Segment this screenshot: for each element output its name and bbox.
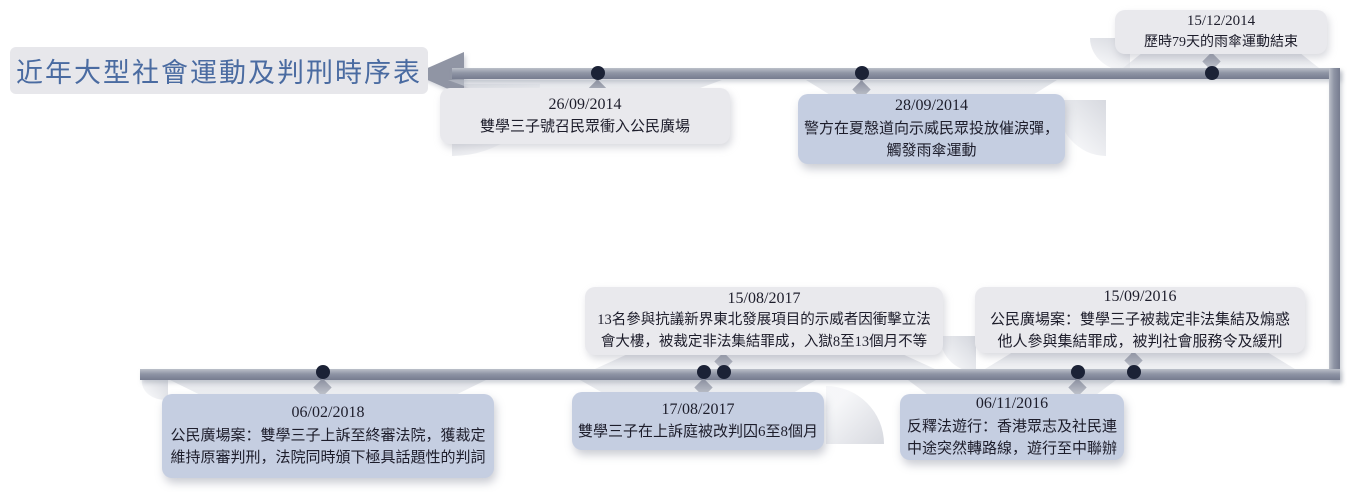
event-text: 雙學三子號召民眾衝入公民廣場 bbox=[479, 118, 690, 135]
page-title: 近年大型社會運動及判刑時序表 bbox=[10, 47, 428, 94]
event-text: 反釋法遊行：香港眾志及社民連 bbox=[906, 418, 1117, 435]
timeline-dot bbox=[717, 365, 731, 379]
timeline-dot bbox=[1071, 365, 1085, 379]
timeline-dot bbox=[855, 66, 869, 80]
decorative-wedge bbox=[908, 380, 1116, 394]
decorative-wedge bbox=[448, 80, 722, 89]
event-date: 17/08/2017 bbox=[661, 400, 735, 418]
event-card: 17/08/2017 雙學三子在上訴庭被改判囚6至8個月 bbox=[572, 392, 824, 450]
timeline-dot bbox=[1205, 66, 1219, 80]
event-card: 15/09/2016 公民廣場案：雙學三子被裁定非法集結及煽惑 他人參與集結罪成… bbox=[975, 287, 1305, 353]
event-text: 中途突然轉路線，遊行至中聯辦 bbox=[906, 441, 1117, 458]
decorative-wedge bbox=[595, 355, 935, 369]
event-text: 維持原審判刑，法院同時頒下極具話題性的判詞 bbox=[170, 450, 486, 467]
event-text: 他人參與集結罪成，被判社會服務令及緩刑 bbox=[997, 334, 1283, 351]
event-card: 06/02/2018 公民廣場案：雙學三子上訴至終審法院，獲裁定 維持原審判刑，… bbox=[162, 394, 494, 478]
event-text: 歷時79天的雨傘運動結束 bbox=[1144, 35, 1298, 50]
timeline-dot bbox=[1127, 365, 1141, 379]
event-card: 15/08/2017 13名參與抗議新界東北發展項目的示威者因衝擊立法 會大樓，… bbox=[585, 287, 943, 355]
event-text: 觸發雨傘運動 bbox=[886, 143, 977, 160]
event-date: 15/09/2016 bbox=[1103, 288, 1177, 306]
timeline-line-vertical bbox=[1329, 68, 1340, 380]
event-text: 雙學三子在上訴庭被改判囚6至8個月 bbox=[577, 423, 818, 440]
timeline-line-bottom bbox=[140, 369, 1340, 380]
event-text: 13名參與抗議新界東北發展項目的示威者因衝擊立法 bbox=[597, 312, 931, 329]
decorative-swoosh bbox=[826, 386, 884, 444]
timeline-line-top bbox=[452, 68, 1340, 79]
event-date: 26/09/2014 bbox=[548, 95, 622, 113]
event-date: 28/09/2014 bbox=[895, 97, 968, 115]
event-card: 15/12/2014 歷時79天的雨傘運動結束 bbox=[1115, 10, 1327, 54]
event-date: 06/11/2016 bbox=[975, 395, 1049, 413]
event-text: 公民廣場案：雙學三子被裁定非法集結及煽惑 bbox=[989, 311, 1290, 328]
event-text: 會大樓，被裁定非法集結罪成，入獄8至13個月不等 bbox=[600, 334, 928, 351]
event-date: 15/12/2014 bbox=[1186, 13, 1256, 29]
decorative-swoosh bbox=[940, 336, 976, 372]
timeline-dot bbox=[591, 66, 605, 80]
event-date: 15/08/2017 bbox=[727, 290, 801, 308]
event-card: 26/09/2014 雙學三子號召民眾衝入公民廣場 bbox=[440, 88, 730, 144]
event-text: 公民廣場案：雙學三子上訴至終審法院，獲裁定 bbox=[170, 427, 486, 444]
event-card: 28/09/2014 警方在夏慤道向示威民眾投放催淚彈， 觸發雨傘運動 bbox=[798, 94, 1065, 164]
event-text: 警方在夏慤道向示威民眾投放催淚彈， bbox=[803, 120, 1059, 137]
event-date: 06/02/2018 bbox=[291, 404, 365, 422]
decorative-wedge bbox=[1123, 54, 1319, 68]
timeline-dot bbox=[697, 365, 711, 379]
decorative-wedge bbox=[806, 80, 1057, 94]
timeline-dot bbox=[316, 365, 330, 379]
event-card: 06/11/2016 反釋法遊行：香港眾志及社民連 中途突然轉路線，遊行至中聯辦 bbox=[900, 394, 1124, 460]
decorative-swoosh bbox=[142, 380, 168, 400]
